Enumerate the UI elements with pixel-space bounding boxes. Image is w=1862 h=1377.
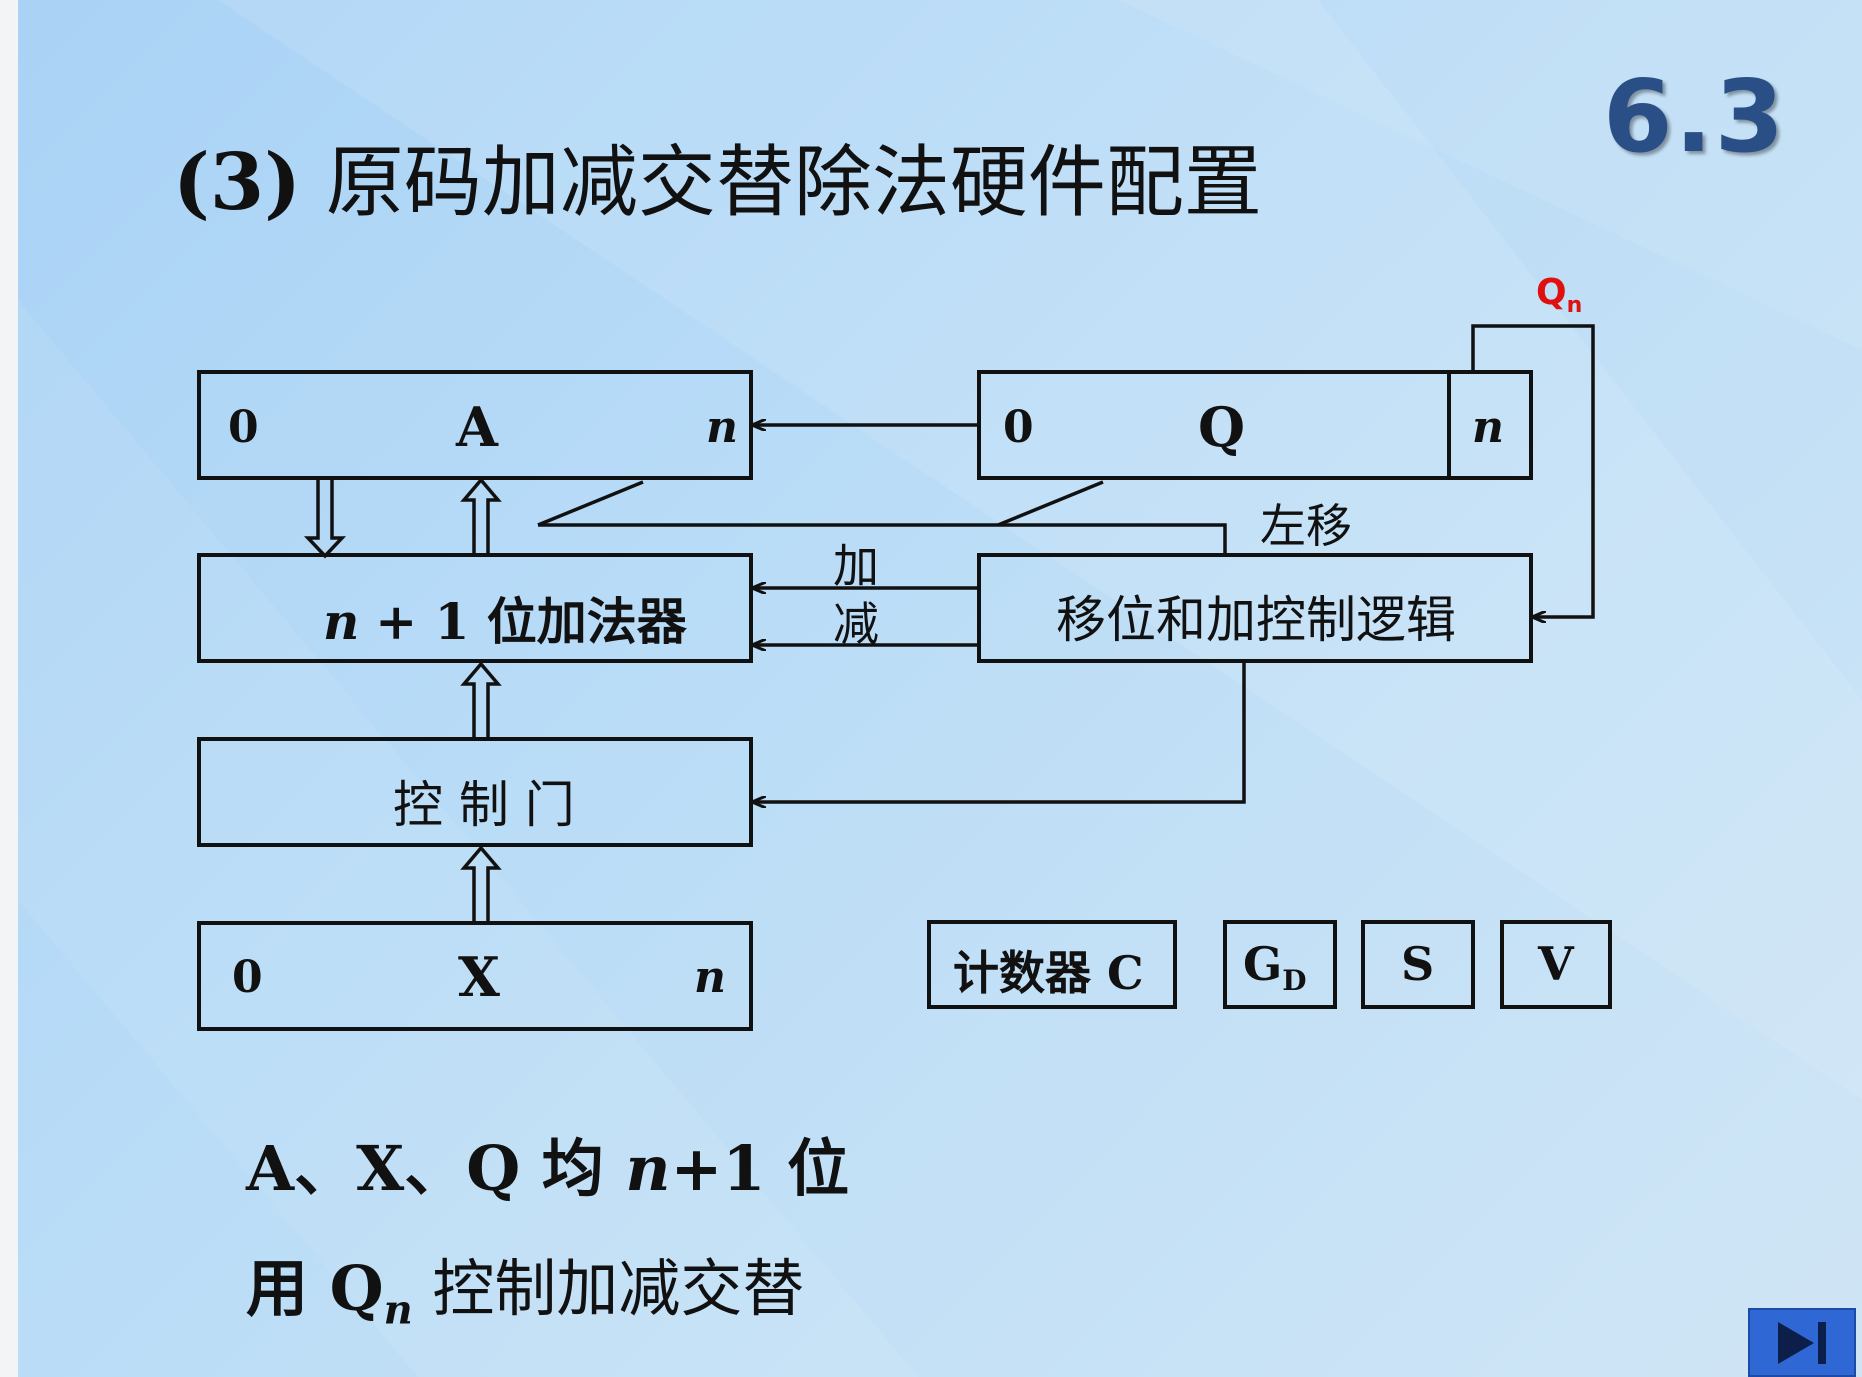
note1-suffix: +1 位 (670, 1132, 850, 1205)
qn-sub: n (1566, 293, 1583, 319)
qn-main: Q (1536, 272, 1567, 313)
register-a-left-index: 0 (228, 402, 259, 453)
note2-sub: n (383, 1286, 413, 1334)
register-x-left-index: 0 (232, 952, 263, 1003)
register-x-right-index: n (694, 952, 726, 1003)
control-logic-box (977, 553, 1533, 663)
slide-number: 6.3 (1603, 58, 1787, 175)
control-logic-label: 移位和加控制逻辑 (1056, 591, 1456, 649)
adder-box (197, 553, 753, 663)
register-a-name: A (456, 395, 498, 459)
adder-label: n + 1 位加法器 (323, 582, 687, 654)
v-box (1500, 920, 1612, 1009)
gd-main: G (1243, 937, 1283, 991)
slide: 6.3 (3) 原码加减交替除法硬件配置 (18, 0, 1862, 1377)
slide-left-edge (0, 0, 18, 1377)
control-gate-label: 控 制 门 (393, 776, 575, 834)
s-label: S (1401, 937, 1435, 991)
gd-box (1223, 920, 1337, 1009)
note2-prefix: 用 Q (246, 1252, 384, 1325)
register-q-name: Q (1198, 395, 1246, 459)
next-end-icon (1778, 1322, 1826, 1364)
next-slide-button[interactable] (1748, 1308, 1856, 1377)
v-label: V (1538, 937, 1574, 991)
title-text: 原码加减交替除法硬件配置 (325, 138, 1262, 228)
note2-suffix: 控制加减交替 (412, 1252, 805, 1325)
qn-label: Qn (1536, 272, 1582, 318)
register-x-name: X (458, 945, 500, 1009)
register-x-box (197, 921, 753, 1031)
counter-c-label: 计数器 C (953, 946, 1144, 1000)
note1-n: n (625, 1132, 671, 1205)
register-a-right-index: n (706, 402, 738, 453)
control-gate-box (197, 737, 753, 847)
note-register-width: A、X、Q 均 n+1 位 (246, 1118, 849, 1208)
sub-label: 减 (833, 597, 879, 651)
add-label: 加 (833, 539, 879, 593)
note-qn-control: 用 Qn 控制加减交替 (246, 1238, 804, 1333)
divider-hardware-diagram (197, 324, 1612, 1031)
counter-c-box (927, 920, 1177, 1009)
note1-prefix: A、X、Q 均 (246, 1132, 626, 1205)
register-q-left-index: 0 (1003, 402, 1034, 453)
adder-text: + 1 位加法器 (375, 592, 687, 651)
shift-left-label: 左移 (1260, 499, 1352, 553)
title-number: (3) (173, 137, 302, 228)
slide-title: (3) 原码加减交替除法硬件配置 (173, 120, 1262, 232)
gd-label: GD (1243, 937, 1307, 997)
s-box (1361, 920, 1475, 1009)
register-a-box (197, 370, 753, 480)
adder-n: n (323, 592, 360, 651)
gd-sub: D (1282, 964, 1307, 998)
register-q-right-index: n (1472, 402, 1504, 453)
